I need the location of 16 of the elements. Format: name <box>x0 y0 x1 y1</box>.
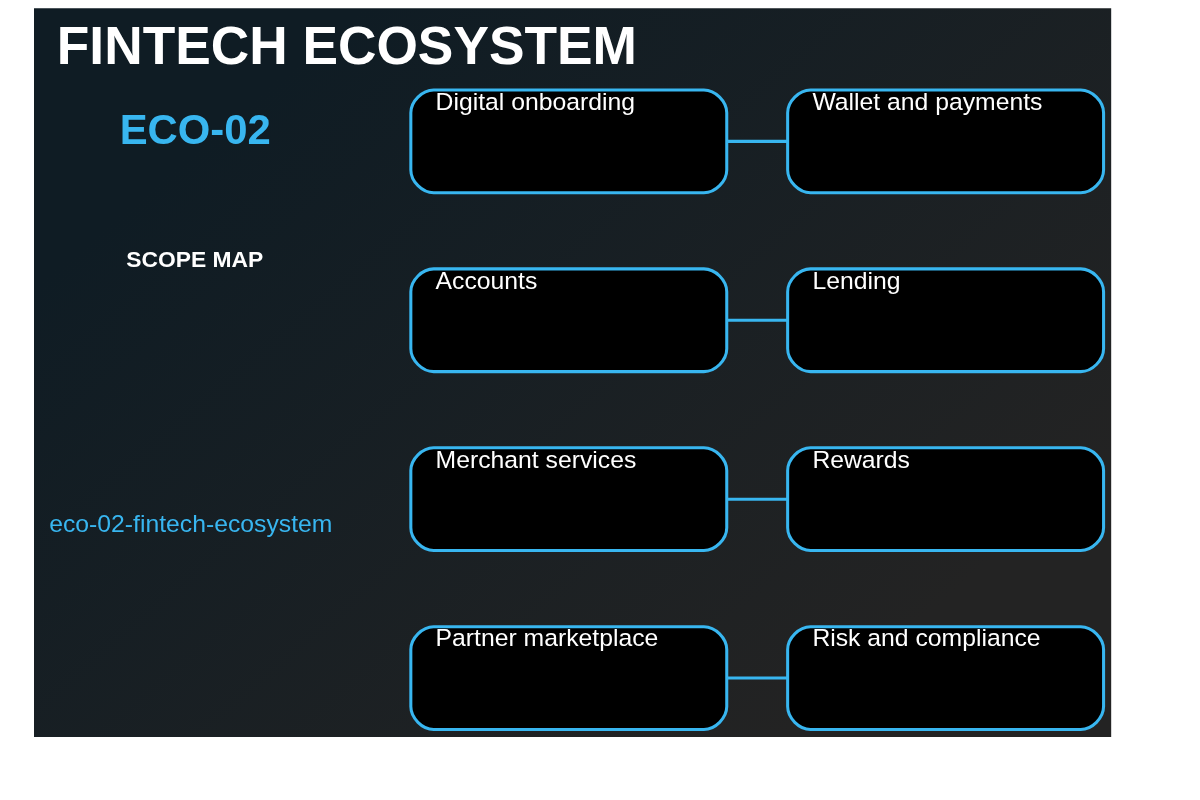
connector <box>727 139 788 143</box>
node-box: Wallet and payments <box>786 88 1106 195</box>
connector <box>727 497 788 501</box>
label: SCOPE MAP <box>126 246 264 273</box>
node-box: Lending <box>786 267 1106 374</box>
node-box: Partner marketplace <box>409 625 729 731</box>
node-box: Rewards <box>786 446 1106 553</box>
label: ECO-02 <box>119 106 271 154</box>
node-box: Accounts <box>409 267 729 374</box>
node-box: Merchant services <box>409 446 729 553</box>
node-box: Digital onboarding <box>409 88 729 195</box>
diagram-title: FINTECH ECOSYSTEM <box>56 16 637 76</box>
node-box: Risk and compliance <box>786 625 1106 731</box>
label: eco-02-fintech-ecosystem <box>49 510 333 538</box>
connector <box>727 676 788 680</box>
connector <box>727 318 788 322</box>
